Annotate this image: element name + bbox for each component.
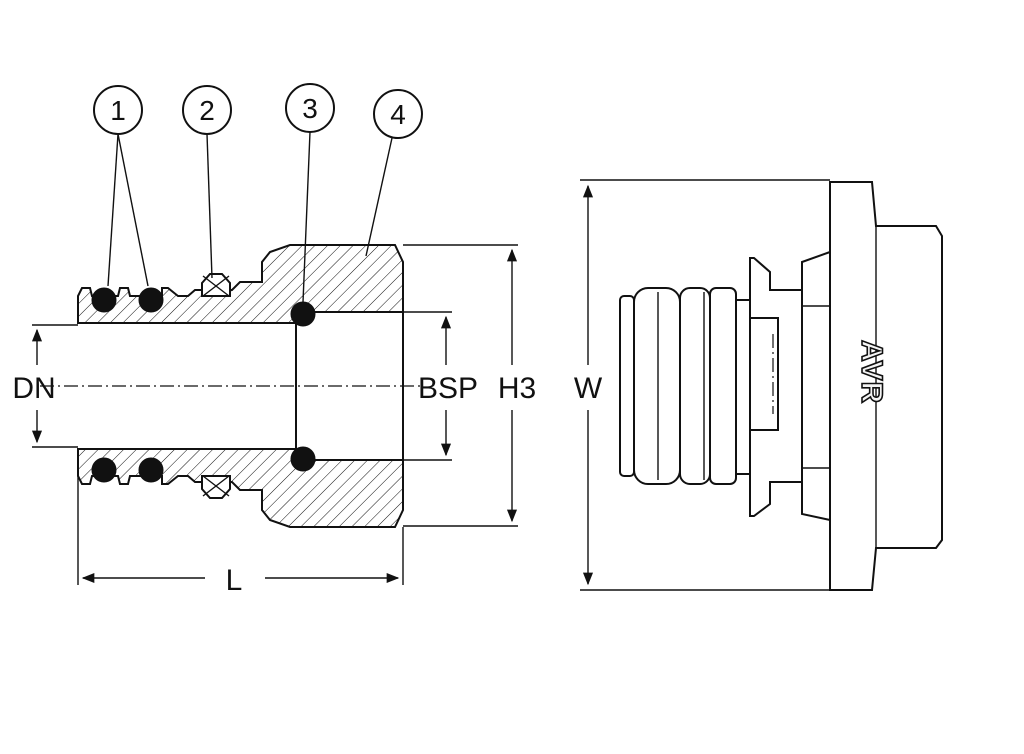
- svg-text:BSP: BSP: [418, 372, 478, 405]
- section-view: 1 2 3 4 DN: [12, 83, 536, 597]
- svg-text:L: L: [226, 564, 243, 597]
- seal-upper: [290, 301, 316, 327]
- callout-4: 4: [365, 89, 423, 257]
- dimension-dn: DN: [12, 324, 78, 448]
- indicator-ring-upper: [201, 273, 231, 297]
- svg-text:DN: DN: [12, 372, 55, 405]
- o-ring-lower-2: [138, 457, 164, 483]
- indicator-ring-upper-x2: [202, 275, 230, 297]
- spigot-bead-3: [709, 287, 737, 485]
- spigot-tip: [619, 295, 635, 477]
- spigot-neck: [735, 299, 751, 475]
- brand-logo: AVR: [855, 340, 888, 404]
- dimension-w: W: [574, 179, 830, 591]
- dimension-l: L: [77, 476, 404, 597]
- o-ring-upper-2: [138, 287, 164, 313]
- side-view: W AVR: [574, 179, 943, 591]
- dimension-h3: H3: [403, 244, 536, 527]
- callout-2: 2: [182, 85, 232, 279]
- dimension-bsp: BSP: [403, 311, 478, 461]
- svg-text:W: W: [574, 372, 603, 405]
- svg-text:1: 1: [110, 95, 126, 126]
- body-upper-section: [77, 244, 404, 324]
- callout-1: 1: [93, 85, 149, 287]
- svg-text:4: 4: [390, 99, 406, 130]
- svg-text:H3: H3: [498, 372, 536, 405]
- indicator-ring-lower-x2: [202, 475, 230, 497]
- svg-text:2: 2: [199, 95, 215, 126]
- callout-3: 3: [285, 83, 335, 303]
- o-ring-lower-1: [91, 457, 117, 483]
- seal-lower: [290, 446, 316, 472]
- spigot-bead-2: [679, 287, 711, 485]
- svg-text:3: 3: [302, 93, 318, 124]
- spigot-bead-1: [633, 287, 681, 485]
- body-lower-section: [77, 448, 404, 528]
- body-step: [801, 250, 831, 522]
- hex-nut: [829, 181, 943, 591]
- o-ring-upper-1: [91, 287, 117, 313]
- indicator-ring-lower: [201, 475, 231, 499]
